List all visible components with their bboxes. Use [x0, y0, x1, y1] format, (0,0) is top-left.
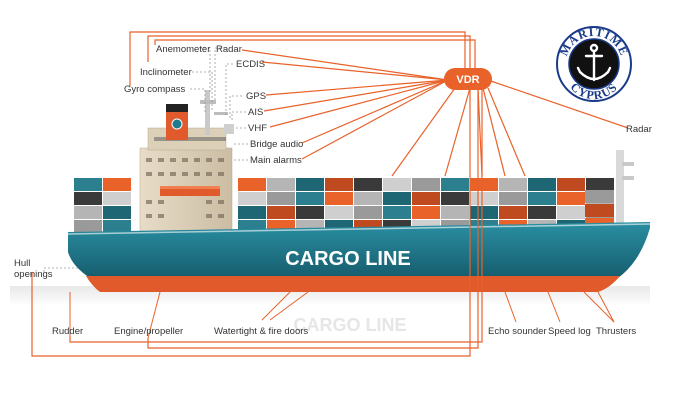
container-box [103, 206, 131, 219]
label-radar-right: Radar [626, 124, 652, 135]
label-ais: AIS [248, 107, 263, 118]
label-echo-sounder: Echo sounder [488, 326, 547, 337]
container-box [412, 206, 440, 219]
label-anemometer: Anemometer [156, 44, 210, 55]
container-box [470, 192, 498, 205]
label-vhf: VHF [248, 123, 267, 134]
container-box [74, 192, 102, 205]
leader-lines [43, 47, 248, 272]
container-box [383, 206, 411, 219]
container-box [354, 192, 382, 205]
label-radar-mast: Radar [216, 44, 242, 55]
superstructure [139, 90, 234, 244]
container-box [354, 178, 382, 191]
label-rudder: Rudder [52, 326, 83, 337]
bottom-sensor-lines [69, 291, 615, 339]
anchor-icon [576, 43, 612, 82]
label-bridge-audio: Bridge audio [250, 139, 303, 150]
container-box [557, 206, 585, 219]
vdr-label: VDR [456, 74, 479, 86]
label-hull: Hull openings [14, 258, 53, 280]
container-box [528, 192, 556, 205]
container-box [585, 190, 614, 203]
vdr-hub: VDR [444, 68, 492, 90]
label-doors: Watertight & fire doors [214, 326, 308, 337]
container-box [74, 220, 102, 233]
container-box [296, 206, 324, 219]
container-box [325, 192, 353, 205]
label-gyro-compass: Gyro compass [124, 84, 185, 95]
container-box [441, 192, 469, 205]
container-box [325, 178, 353, 191]
hull [67, 222, 651, 292]
label-ecdis: ECDIS [236, 59, 265, 70]
label-hull-line1: Hull [14, 258, 30, 269]
container-box [103, 178, 131, 191]
container-box [528, 178, 556, 191]
label-inclinometer: Inclinometer [140, 67, 192, 78]
container-box [528, 206, 556, 219]
sensor-wires [31, 31, 629, 357]
container-box [325, 206, 353, 219]
hull-name-reflection: CARGO LINE [293, 315, 406, 335]
label-hull-line2: openings [14, 269, 53, 280]
bow-mast [616, 150, 634, 230]
container-box [296, 192, 324, 205]
container-box [267, 192, 295, 205]
container-box [470, 206, 498, 219]
logo-bottom-text: CYPRUS [568, 80, 620, 103]
container-box [238, 206, 266, 219]
container-box [557, 178, 585, 191]
maritime-cyprus-logo: MARITIME CYPRUS [556, 25, 632, 103]
hull-name: CARGO LINE [285, 248, 411, 270]
container-box [412, 192, 440, 205]
container-box [585, 204, 614, 217]
container-box [499, 192, 527, 205]
container-box [383, 178, 411, 191]
container-box [267, 206, 295, 219]
container-box [383, 192, 411, 205]
container-box [74, 206, 102, 219]
label-engine: Engine/propeller [114, 326, 183, 337]
container-box [412, 178, 440, 191]
container-box [238, 192, 266, 205]
container-box [499, 206, 527, 219]
label-main-alarms: Main alarms [250, 155, 302, 166]
container-box [267, 178, 295, 191]
container-box [441, 178, 469, 191]
label-gps: GPS [246, 91, 266, 102]
container-box [354, 206, 382, 219]
container-box [103, 220, 131, 233]
label-speed-log: Speed log [548, 326, 591, 337]
container-box [103, 192, 131, 205]
label-thrusters: Thrusters [596, 326, 636, 337]
container-box [586, 178, 614, 191]
container-box [238, 178, 266, 191]
container-box [499, 178, 527, 191]
container-box [557, 192, 585, 205]
container-box [296, 178, 324, 191]
container-box [470, 178, 498, 191]
container-box [441, 206, 469, 219]
container-box [74, 178, 102, 191]
